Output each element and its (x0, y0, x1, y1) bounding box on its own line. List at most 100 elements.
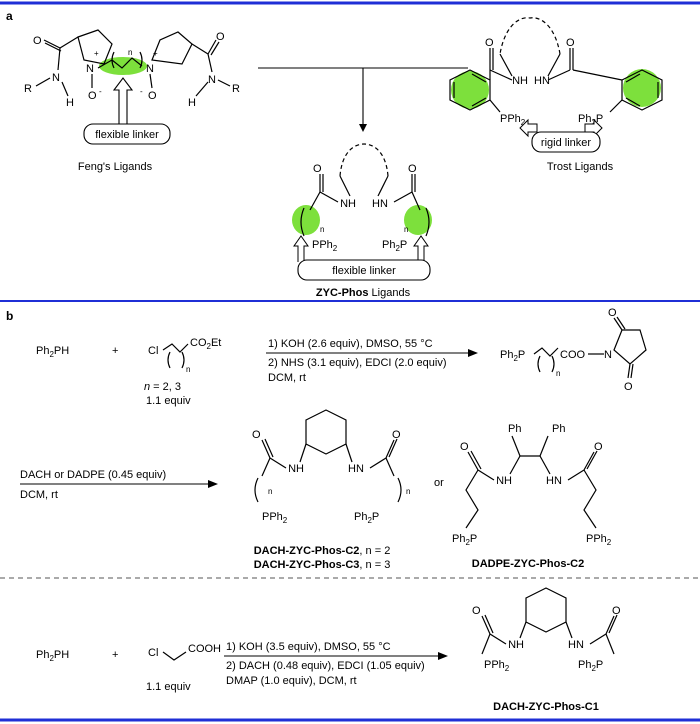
step3-reactants: Ph2PH + Cl COOH 1.1 equiv (36, 643, 221, 693)
c1-o-right: O (612, 605, 621, 617)
feng-plus-left: + (94, 49, 99, 58)
dadpe-nh-right: HN (546, 475, 562, 487)
feng-n-subscript: n (128, 48, 132, 57)
zyc-n-right: n (404, 225, 408, 234)
step3-ph2ph: Ph2PH (36, 649, 69, 663)
zyc-nh-right: HN (372, 198, 388, 210)
dadpe-ph-left: Ph (508, 423, 521, 435)
feng-caption: Feng's Ligands (78, 161, 153, 173)
feng-linker-box (83, 123, 171, 145)
feng-r-right: R (232, 83, 240, 95)
feng-minus-left: - (99, 87, 102, 96)
zyc-caption: ZYC-Phos Ligands (316, 287, 411, 299)
c1-pph2-left: PPh2 (484, 659, 510, 673)
feng-minus-right: - (140, 87, 143, 96)
step1-equiv: 1.1 equiv (146, 395, 191, 407)
nhs-ester-ph2p: Ph2P (500, 349, 525, 363)
trost-highlight-left (451, 71, 489, 109)
step1-cl: Cl (148, 345, 158, 357)
trost-nh-left: NH (512, 75, 528, 87)
step1-ester: CO2Et (190, 337, 221, 351)
step1-cond-2: 2) NHS (3.1 equiv), EDCI (2.0 equiv) (268, 357, 447, 369)
nhs-ester-n: n (556, 369, 560, 378)
c1-o-left: O (472, 605, 481, 617)
zyc-highlight-left (292, 205, 320, 235)
step3-cooh: COOH (188, 643, 221, 655)
c1-nh-right: HN (568, 639, 584, 651)
step1-ph2ph: Ph2PH (36, 345, 69, 359)
step1-reactants: Ph2PH + Cl n CO2Et n = 2, 3 1.1 equiv (36, 337, 221, 407)
step3-cond-1: 1) KOH (3.5 equiv), DMSO, 55 °C (226, 641, 391, 653)
trost-highlight-right (623, 69, 661, 107)
feng-o-minus-left: O (88, 90, 97, 102)
dadpe-o-right: O (594, 441, 603, 453)
feng-h-left: H (66, 97, 74, 109)
panel-b-label: b (6, 309, 13, 323)
dach-c3-name: DACH-ZYC-Phos-C3, n = 3 (254, 559, 391, 571)
feng-h-right: H (188, 97, 196, 109)
feng-n-amide-right: N (208, 74, 216, 86)
feng-r-left: R (24, 83, 32, 95)
step3-plus: + (112, 649, 118, 661)
step1-n-note: n = 2, 3 (144, 381, 181, 393)
feng-linker-highlight (99, 57, 147, 75)
nhs-ester-coo: COO (560, 349, 586, 361)
or-text: or (434, 477, 444, 489)
dadpe-nh-left: NH (496, 475, 512, 487)
nhs-ester-n-atom: N (604, 349, 612, 361)
zyc-o-left: O (313, 163, 322, 175)
trost-linker-box (531, 131, 601, 153)
dadpe-o-left: O (460, 441, 469, 453)
dach-pph2-left: PPh2 (262, 511, 288, 525)
step1-plus: + (112, 345, 118, 357)
step3-equiv: 1.1 equiv (146, 681, 191, 693)
dadpe-ph-right: Ph (552, 423, 565, 435)
feng-ligand-structure: O N R H N + O - n N + O - O N R H (24, 29, 240, 145)
dach-o-left: O (252, 429, 261, 441)
step3-conditions: 1) KOH (3.5 equiv), DMSO, 55 °C 2) DACH … (224, 641, 448, 687)
step2-conditions: DACH or DADPE (0.45 equiv) DCM, rt (20, 469, 218, 501)
dach-ph2p-right: Ph2P (354, 511, 379, 525)
feng-o-left-text: O (33, 35, 42, 47)
panel-a-label: a (6, 9, 13, 23)
dach-c2-name: DACH-ZYC-Phos-C2, n = 2 (254, 545, 391, 557)
dadpe-c2-name: DADPE-ZYC-Phos-C2 (472, 558, 584, 570)
merge-arrow-head (359, 124, 367, 132)
feng-plus-right: + (153, 49, 158, 58)
dadpe-pph2-right: PPh2 (586, 533, 612, 547)
trost-nh-right: HN (534, 75, 550, 87)
trost-o-right: O (566, 37, 575, 49)
step1-cond-1: 1) KOH (2.6 equiv), DMSO, 55 °C (268, 338, 433, 350)
step1-cond-3: DCM, rt (268, 372, 306, 384)
zyc-ph2p-right: Ph2P (382, 239, 407, 253)
step1-n-sub: n (186, 365, 190, 374)
trost-arrow-left (519, 118, 538, 138)
dach-n-right: n (406, 487, 410, 496)
trost-caption: Trost Ligands (547, 161, 614, 173)
trost-linker-label: rigid linker (541, 137, 591, 149)
step3-cond-2: 2) DACH (0.48 equiv), EDCI (1.05 equiv) (226, 660, 425, 672)
nhs-o-top: O (608, 307, 617, 319)
zyc-highlight-right (404, 205, 432, 235)
dach-n-left: n (268, 487, 272, 496)
step1-conditions: 1) KOH (2.6 equiv), DMSO, 55 °C 2) NHS (… (266, 338, 478, 384)
trost-ligand-structure: NH HN O O PPh2 Ph2P rigid linke (449, 17, 663, 153)
trost-pph2-left: PPh2 (500, 113, 526, 127)
step3-cl: Cl (148, 647, 158, 659)
dach-nh-right: HN (348, 463, 364, 475)
zyc-o-right: O (408, 163, 417, 175)
feng-o-right-text: O (216, 31, 225, 43)
dach-zyc-phos-structure: NH HN O O n n PPh2 Ph2P (252, 409, 410, 525)
feng-o-minus-right: O (148, 90, 157, 102)
nhs-o-bottom: O (624, 381, 633, 393)
feng-n-oxide-right: N (146, 63, 154, 75)
feng-n-oxide-left: N (86, 63, 94, 75)
dach-c1-structure: NH HN O O PPh2 Ph2P (472, 587, 621, 673)
step3-cond-3: DMAP (1.0 equiv), DCM, rt (226, 675, 357, 687)
dach-c1-name: DACH-ZYC-Phos-C1 (493, 701, 599, 713)
zyc-n-left: n (320, 225, 324, 234)
feng-n-amide-left: N (52, 72, 60, 84)
step2-cond-1: DACH or DADPE (0.45 equiv) (20, 469, 166, 481)
dach-nh-left: NH (288, 463, 304, 475)
